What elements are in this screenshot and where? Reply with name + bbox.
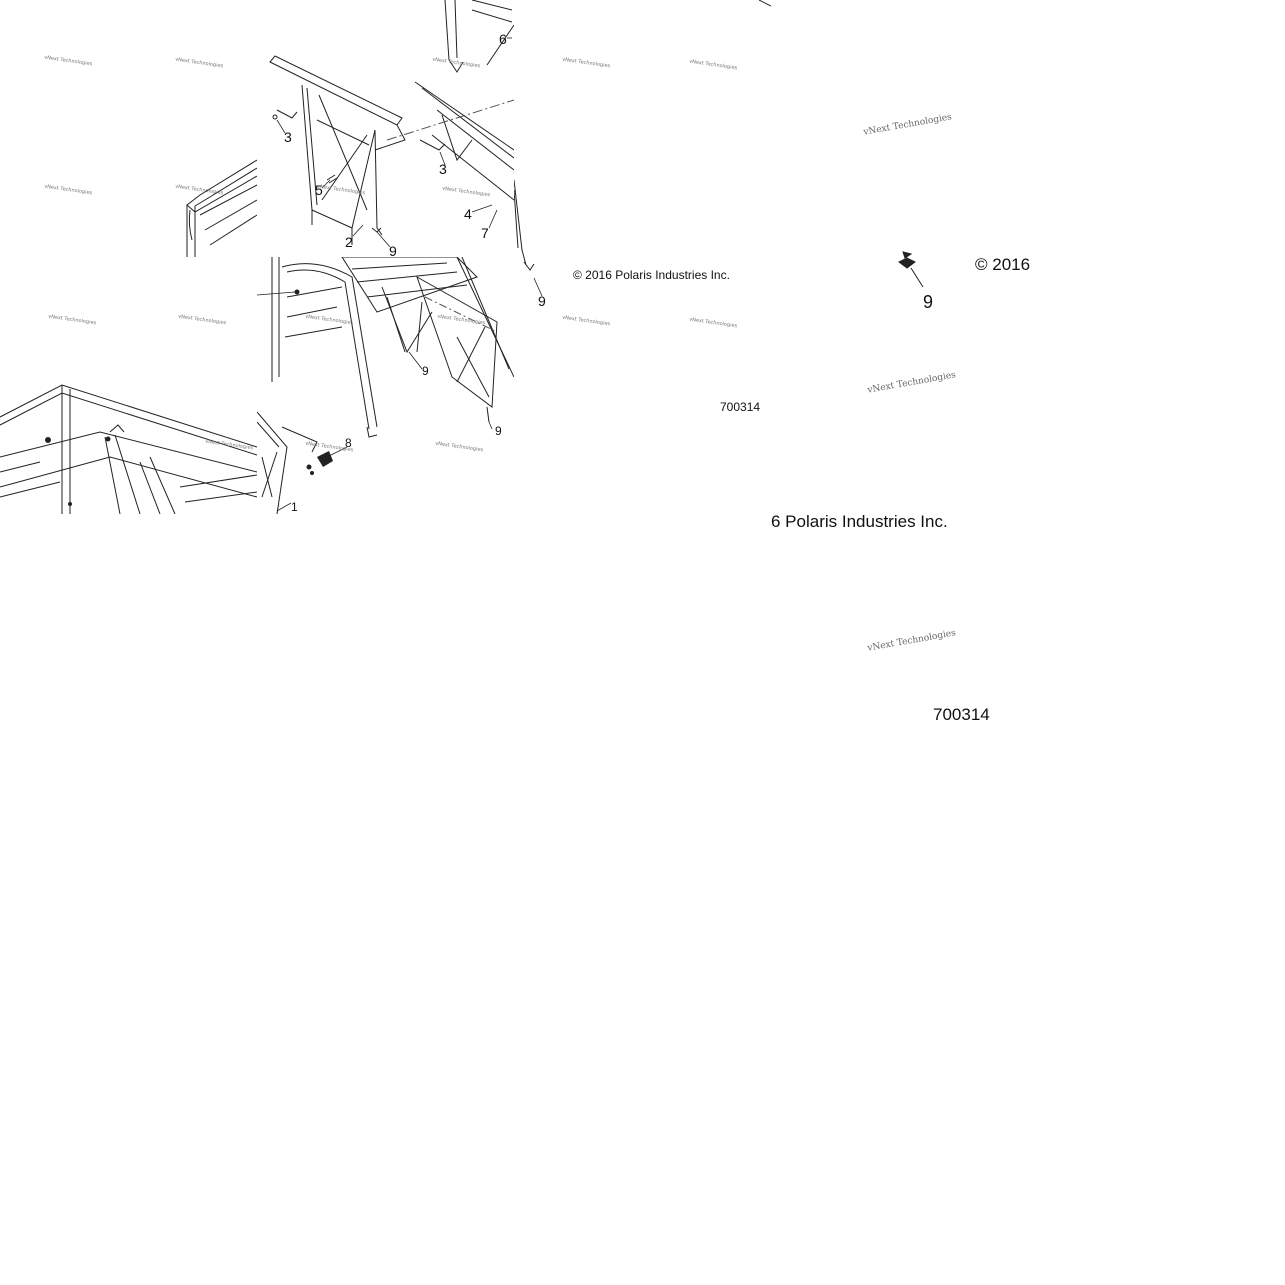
callout-9: 9 <box>495 424 502 438</box>
tile-middle-left: vNext Technologies vNext Technologies vN… <box>0 257 257 514</box>
callout-3: 3 <box>284 129 292 145</box>
callout-9: 9 <box>923 292 934 312</box>
figure-number: 700314 <box>933 705 990 724</box>
watermark: vNext Technologies <box>561 314 611 328</box>
callout-3: 3 <box>439 161 447 177</box>
callout-9: 9 <box>538 293 546 309</box>
callout-2: 2 <box>345 234 353 250</box>
callout-9: 9 <box>422 364 429 378</box>
tile-top-left: vNext Technologies vNext Technologies vN… <box>0 0 257 257</box>
corner-detail-drawing <box>514 0 771 297</box>
callout-6: 6 <box>499 31 507 47</box>
copyright-text: © 2016 Polaris Industries Inc. <box>573 268 730 282</box>
figure-number: 700314 <box>720 400 761 414</box>
callout-8: 8 <box>345 436 352 450</box>
watermark: vNext Technologies <box>688 316 738 330</box>
chassis-drawing <box>0 384 257 514</box>
callout-7: 7 <box>481 225 489 241</box>
callout-9: 9 <box>389 243 397 257</box>
callout-1: 1 <box>291 500 298 514</box>
callout-5: 5 <box>315 182 323 198</box>
tile-center: 9 9 8 1 vNext Technologies vNext Technol… <box>257 257 514 514</box>
copyright-partial: © 2016 <box>975 255 1031 274</box>
rear-frame-drawing <box>269 0 514 248</box>
tile-top-right: vNext Technologies vNext Technologies vN… <box>514 0 771 514</box>
main-frame-drawing <box>257 257 514 514</box>
tile-right: vNext Technologies vNext Technologies vN… <box>771 0 1031 760</box>
fastener-detail-drawing <box>898 251 924 288</box>
callout-4: 4 <box>464 206 472 222</box>
frame-corner-drawing <box>186 159 257 257</box>
copyright-partial: 6 Polaris Industries Inc. <box>771 512 948 531</box>
tile-top-middle: 6 3 3 5 4 7 2 9 vNext Technologies vNext… <box>257 0 514 257</box>
